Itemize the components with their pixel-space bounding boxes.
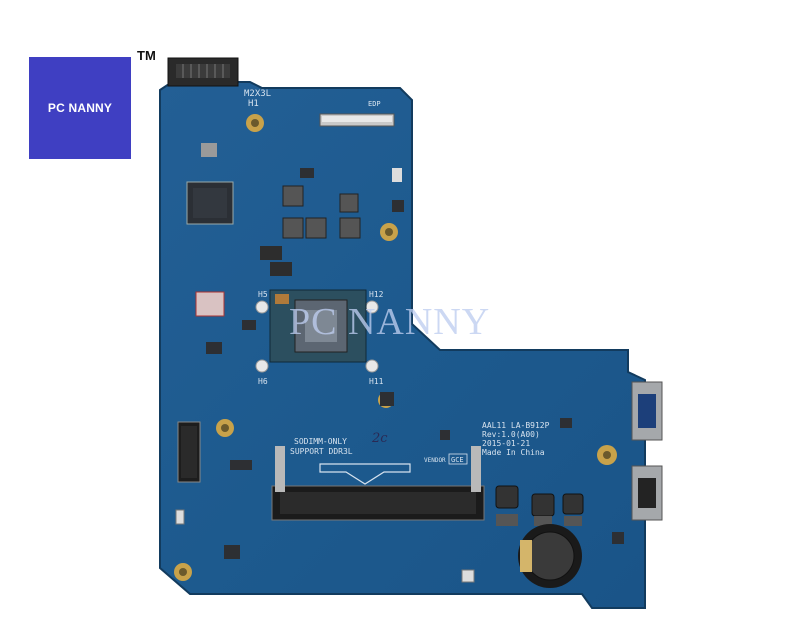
small-connector (461, 569, 475, 583)
inductors (495, 485, 584, 526)
silk-h11: H11 (369, 377, 384, 386)
pcb-board (159, 81, 646, 609)
side-connector (175, 509, 185, 525)
silk-h6: H6 (258, 377, 268, 386)
silk-date: 2015-01-21 (482, 439, 530, 448)
trademark-symbol: TM (137, 48, 156, 63)
insert-arrow-silkscreen (319, 463, 411, 485)
power-mosfets (201, 143, 361, 276)
silk-h5: H5 (258, 290, 268, 299)
small-ics (206, 168, 624, 559)
silk-edp: EDP (368, 100, 381, 108)
usb-port-1 (631, 381, 663, 441)
silk-sodimm-only: SODIMM-ONLY (294, 437, 347, 446)
silk-gce: GCE (451, 456, 464, 464)
logo-text: PC NANNY (47, 101, 113, 115)
pc-nanny-logo: PC NANNY (29, 57, 131, 159)
sodimm-slot (271, 446, 485, 521)
watermark-text: PC NANNY (289, 301, 491, 343)
cmos-coin-battery (518, 524, 582, 588)
silk-support: SUPPORT DDR3L (290, 447, 353, 456)
usb-port-2 (631, 465, 663, 521)
handwritten-mark: 2c (371, 431, 388, 446)
red-label-sticker (195, 291, 225, 317)
silk-model: AAL11 LA-B912P (482, 421, 550, 430)
silk-vendor: VENDOR (424, 457, 446, 464)
silk-h1: H1 (248, 99, 259, 109)
silk-rev: Rev:1.0(A00) (482, 430, 540, 439)
battery-connector (167, 57, 239, 87)
cpu-package (269, 289, 367, 363)
cpu-standoffs (255, 300, 379, 373)
silk-made-in: Made In China (482, 448, 545, 457)
silk-h12: H12 (369, 290, 384, 299)
silk-m2x3l: M2X3L (244, 89, 271, 99)
